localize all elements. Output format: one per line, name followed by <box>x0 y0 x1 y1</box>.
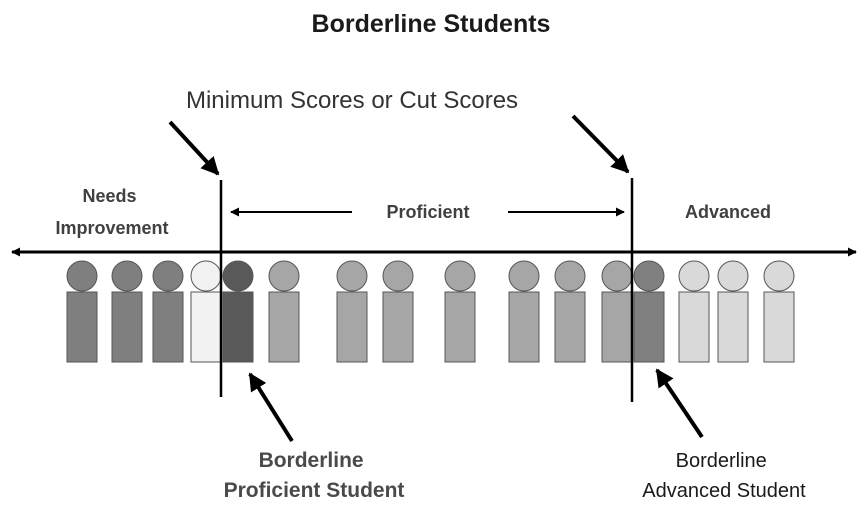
student-head <box>66 260 98 292</box>
student-head <box>554 260 586 292</box>
student-body <box>190 291 222 363</box>
student-figure-proficient <box>444 260 476 363</box>
student-figure-proficient <box>382 260 414 363</box>
borderline-advanced-arrow <box>655 368 704 439</box>
student-body <box>678 291 710 363</box>
borderline-proficient-label: Borderline Proficient Student <box>224 449 405 502</box>
student-head <box>382 260 414 292</box>
student-figure-advanced <box>763 260 795 363</box>
student-head <box>763 260 795 292</box>
student-figure-proficient <box>336 260 368 363</box>
student-head <box>268 260 300 292</box>
student-body <box>763 291 795 363</box>
student-head <box>444 260 476 292</box>
cut-pointer-arrow-right <box>571 114 630 174</box>
student-head <box>678 260 710 292</box>
student-figure-needs-improvement <box>152 260 184 363</box>
student-figure-proficient <box>268 260 300 363</box>
student-head <box>152 260 184 292</box>
student-figure-needs-improvement <box>111 260 143 363</box>
student-figure-advanced <box>717 260 749 363</box>
student-figure-proficient <box>601 260 633 363</box>
student-head <box>508 260 540 292</box>
zone-label-proficient: Proficient <box>386 202 469 222</box>
diagram-title: Borderline Students <box>312 10 551 38</box>
student-body <box>508 291 540 363</box>
student-body <box>152 291 184 363</box>
cut-scores-label: Minimum Scores or Cut Scores <box>186 87 518 114</box>
student-head <box>111 260 143 292</box>
student-body <box>554 291 586 363</box>
student-figure-borderline-proficient <box>222 260 254 363</box>
student-head <box>336 260 368 292</box>
student-body <box>268 291 300 363</box>
student-body <box>111 291 143 363</box>
student-figure-borderline-advanced <box>633 260 665 363</box>
student-figure-needs-improvement <box>66 260 98 363</box>
student-head <box>222 260 254 292</box>
students-group <box>66 260 795 363</box>
student-body <box>717 291 749 363</box>
student-body <box>222 291 254 363</box>
student-body <box>444 291 476 363</box>
zone-label-advanced: Advanced <box>685 202 771 222</box>
student-body <box>382 291 414 363</box>
zone-label-needs-improvement: Needs Improvement <box>55 186 168 238</box>
student-figure-borderline-ni <box>190 260 222 363</box>
student-body <box>633 291 665 363</box>
student-head <box>717 260 749 292</box>
borderline-advanced-label: Borderline Advanced Student <box>642 450 806 502</box>
student-body <box>66 291 98 363</box>
student-body <box>336 291 368 363</box>
cut-pointer-arrow-left <box>168 120 220 176</box>
student-head <box>190 260 222 292</box>
student-head <box>633 260 665 292</box>
student-figure-advanced <box>678 260 710 363</box>
student-body <box>601 291 633 363</box>
borderline-proficient-arrow <box>248 372 294 443</box>
student-head <box>601 260 633 292</box>
student-figure-proficient <box>508 260 540 363</box>
student-figure-proficient <box>554 260 586 363</box>
